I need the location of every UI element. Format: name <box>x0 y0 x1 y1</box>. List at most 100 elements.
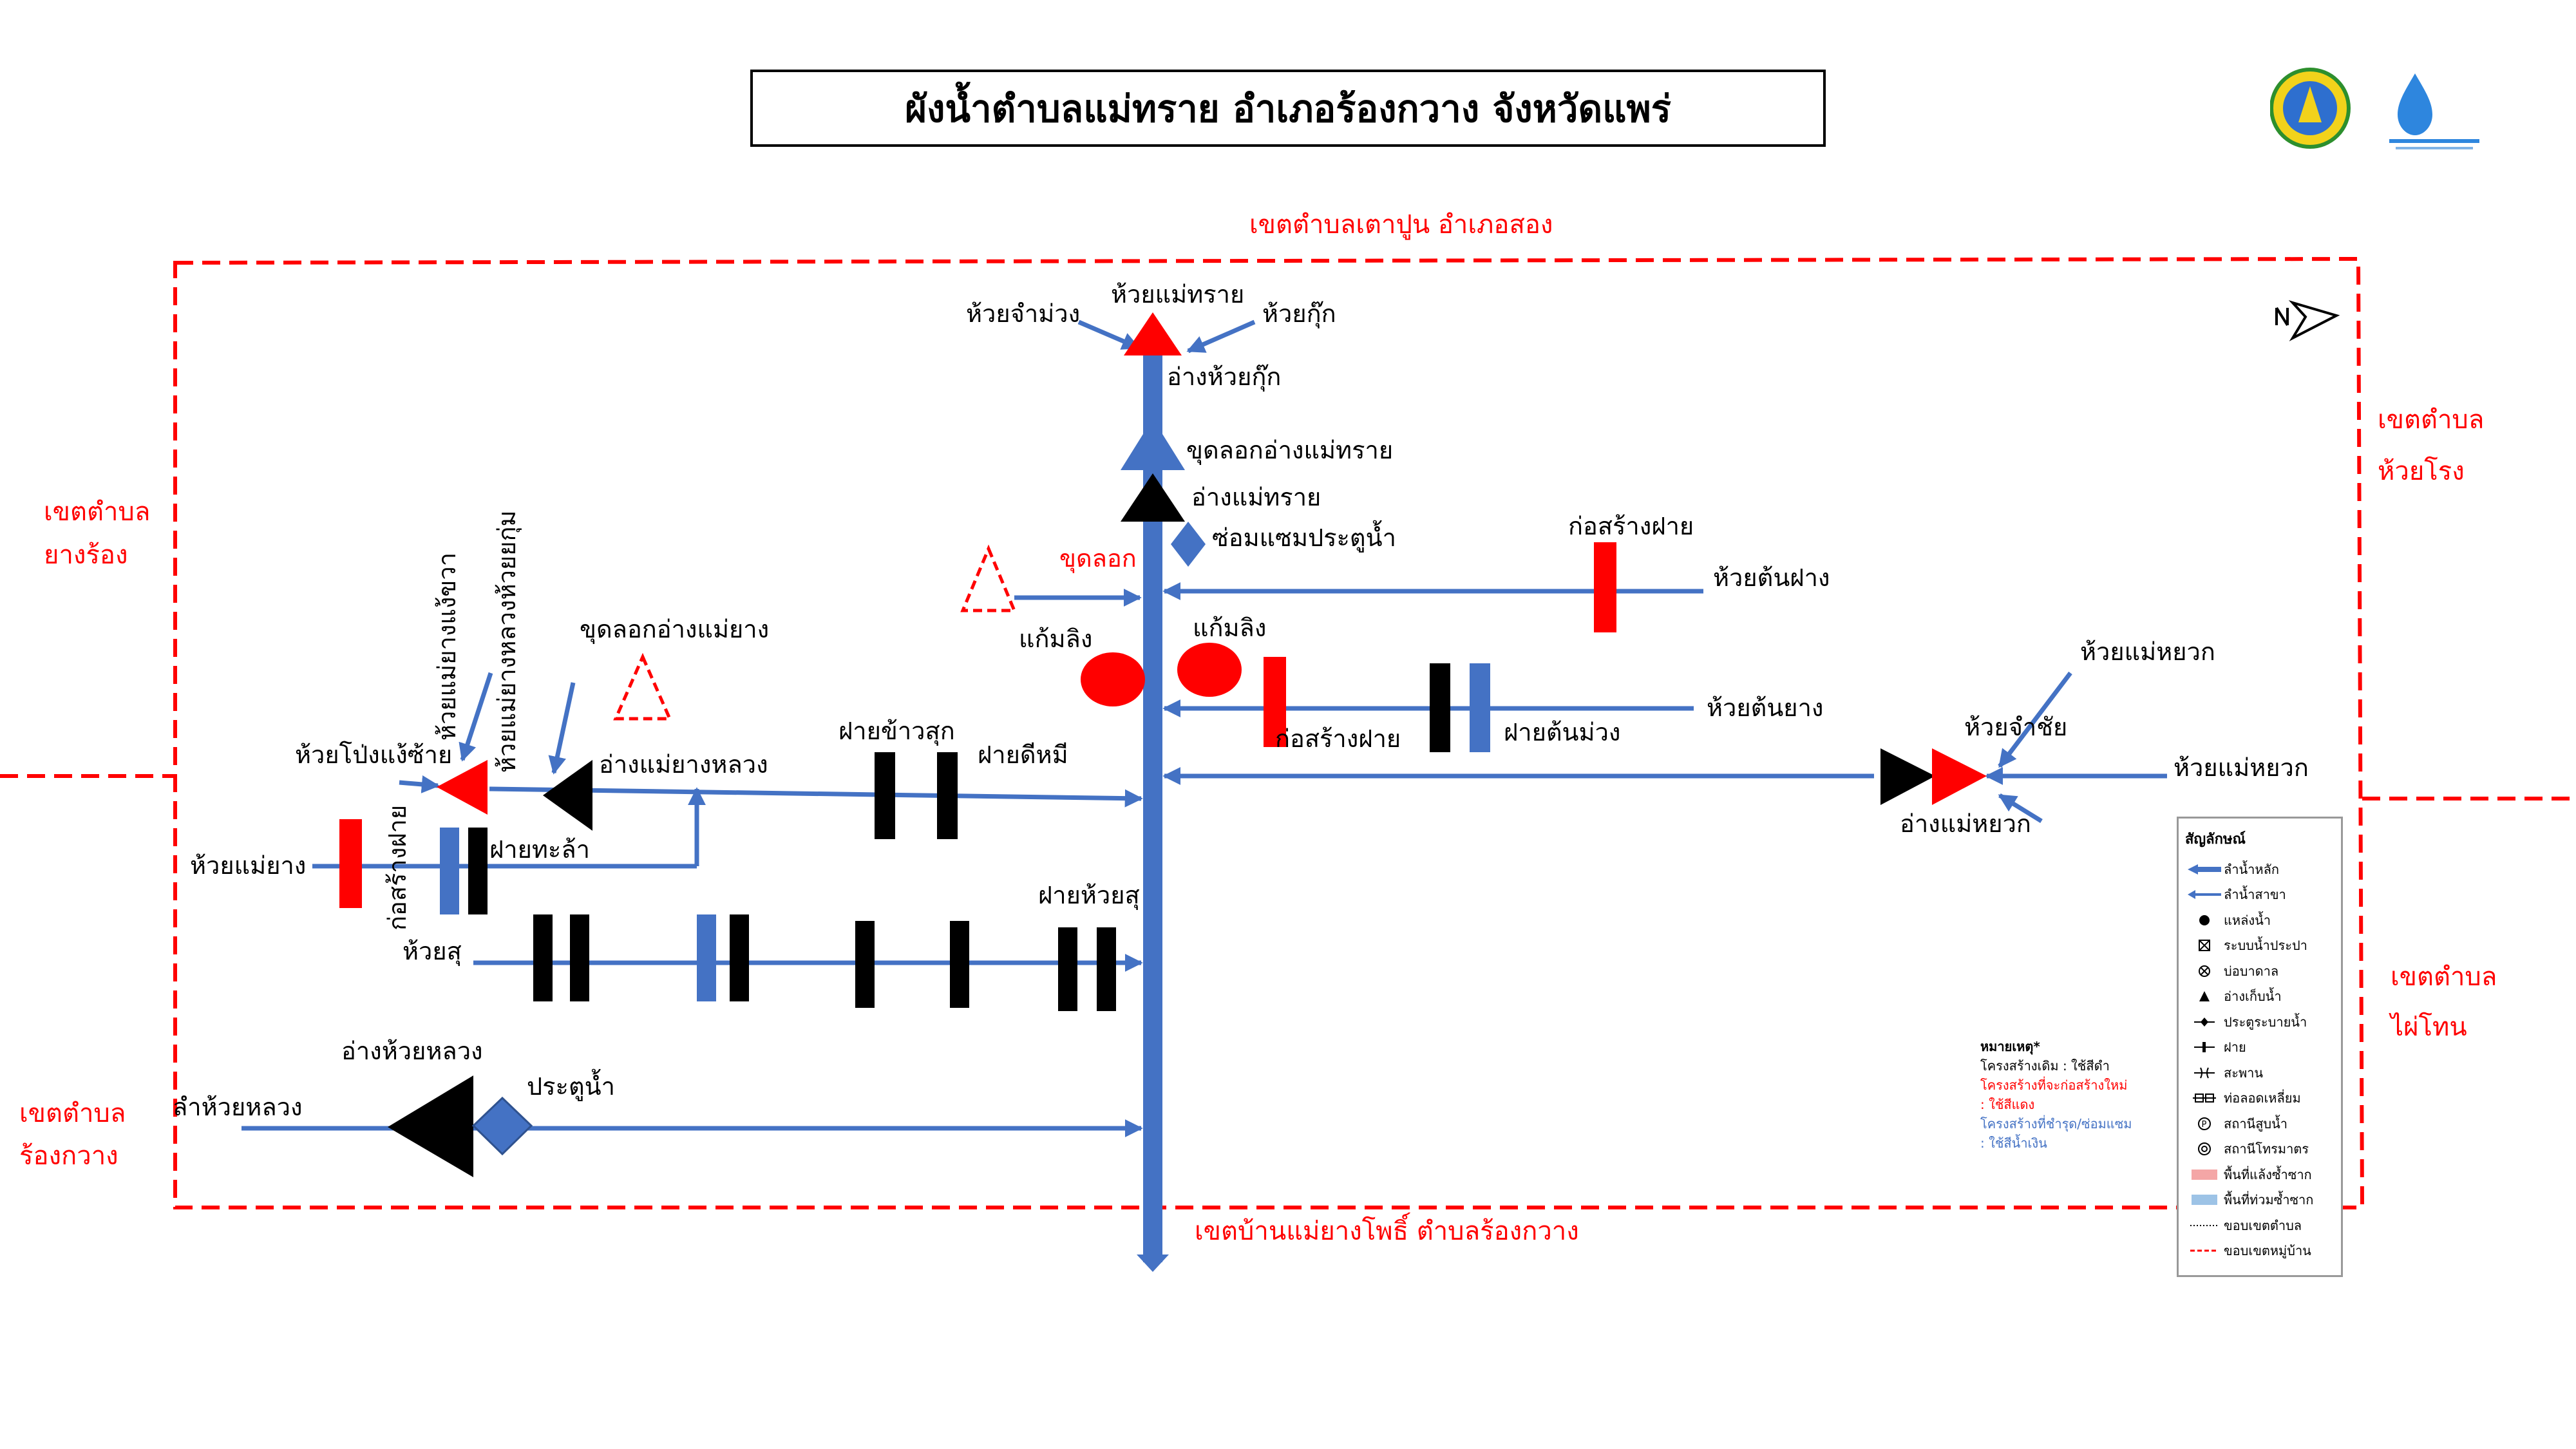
label-fai-tha-la: ฝายทะล้า <box>489 835 590 864</box>
legend-item-label: สะพาน <box>2224 1065 2264 1081</box>
reservoir-huai-pong-ngae-sai-icon <box>437 760 488 815</box>
legend-item-label: ลำน้ำหลัก <box>2224 861 2279 877</box>
sluice-gate-icon <box>2185 1012 2224 1032</box>
note-line-2: โครงสร้างที่จะก่อสร้างใหม่ <box>1980 1077 2128 1093</box>
weir-huai-su-1-icon <box>533 914 553 1001</box>
weirs <box>339 542 1616 1011</box>
well-circle-x-icon <box>2185 961 2224 981</box>
legend-item-label: ลำน้ำสาขา <box>2224 887 2286 903</box>
weir-di-mi-icon <box>937 752 958 839</box>
label-huai-cham-chai: ห้วยจำชัย <box>1964 713 2067 741</box>
legend-item: สะพาน <box>2185 1060 2334 1086</box>
legend-item: พื้นที่แล้งซ้ำซาก <box>2185 1162 2334 1188</box>
boundary-left-lower-1: เขตตำบล <box>19 1099 126 1128</box>
legend-item: ลำน้ำหลัก <box>2185 857 2334 882</box>
weir-huai-mae-yang-new-icon <box>339 819 362 908</box>
label-huai-mae-yuak-1: ห้วยแม่หยวก <box>2080 638 2215 666</box>
label-huai-chammuang: ห้วยจำม่วง <box>966 299 1080 328</box>
weir-icon <box>2185 1037 2224 1057</box>
note-line-5: : ใช้สีน้ำเงิน <box>1980 1135 2047 1151</box>
legend-item-label: บ่อบาดาล <box>2224 963 2279 979</box>
label-khut-lok: ขุดลอก <box>1059 544 1137 573</box>
page-title: ผังน้ำตำบลแม่ทราย อำเภอร้องกวาง จังหวัดแ… <box>905 86 1671 131</box>
label-fai-di-mi: ฝายดีหมี <box>978 741 1068 769</box>
main-stream-arrow-icon <box>2185 860 2224 879</box>
village-boundary-dashed-icon <box>2185 1241 2224 1260</box>
north-arrow-icon <box>2275 300 2340 342</box>
boundary-left-upper-2: ยางร้อง <box>44 540 128 570</box>
legend-item: ขอบเขตหมู่บ้าน <box>2185 1238 2334 1264</box>
label-huai-mae-sai: ห้วยแม่ทราย <box>1111 280 1244 308</box>
label-ang-mae-yuak: อ่างแม่หยวก <box>1900 810 2031 838</box>
legend-item-label: อ่างเก็บน้ำ <box>2224 989 2282 1005</box>
legend-item-label: ฝาย <box>2224 1039 2246 1056</box>
label-som-saem-pratu: ซ่อมแซมประตูน้ำ <box>1212 520 1396 553</box>
legend-item-label: สถานีสูบน้ำ <box>2224 1115 2288 1132</box>
label-ang-huai-kuk: อ่างห้วยกุ๊ก <box>1167 363 1281 392</box>
label-ang-mae-sai: อ่างแม่ทราย <box>1191 483 1321 511</box>
label-huai-mae-yang: ห้วยแม่ยาง <box>190 851 306 880</box>
label-kor-sang-fai-2: ก่อสร้างฝาย <box>1275 724 1401 753</box>
sluice-gate-som-saem-icon <box>1171 522 1206 567</box>
legend-item-label: สถานีโทรมาตร <box>2224 1141 2309 1157</box>
title-box: ผังน้ำตำบลแม่ทราย อำเภอร้องกวาง จังหวัดแ… <box>750 70 1826 147</box>
label-fai-khao-suk: ฝายข้าวสุก <box>838 717 955 746</box>
weir-tha-la-blue-icon <box>440 828 459 914</box>
weir-kor-sang-ton-yang-icon <box>1264 657 1286 747</box>
note-line-4: โครงสร้างที่ชำรุด/ซ่อมแซม <box>1980 1116 2132 1132</box>
label-kaem-ling-1: แก้มลิง <box>1019 625 1092 653</box>
label-huai-pong-ngae-sai: ห้วยโป่งแง้ซ้าย <box>295 741 452 769</box>
bridge-icon <box>2185 1063 2224 1083</box>
legend-item: ลำน้ำสาขา <box>2185 882 2334 908</box>
label-huai-mae-yang-luang-huai-yakum: ห้วยแม่ยางหลวงห้วยยกุ่ม <box>493 510 522 773</box>
legend-item-label: ขอบเขตตำบล <box>2224 1217 2302 1233</box>
note-line-3: : ใช้สีแดง <box>1980 1097 2035 1112</box>
label-huai-su: ห้วยสุ <box>402 937 462 966</box>
boundary-bottom: เขตบ้านแม่ยางโพธิ์ ตำบลร้องกวาง <box>1195 1212 1579 1246</box>
reservoir-khut-lok-ang-mae-sai-icon <box>1121 419 1185 470</box>
weir-huai-su-2-icon <box>570 914 589 1001</box>
label-fai-ton-muang: ฝายต้นม่วง <box>1504 718 1620 746</box>
label-kor-sang-fai-1: ก่อสร้างฝาย <box>1568 512 1694 540</box>
legend-title: สัญลักษณ์ <box>2185 831 2246 848</box>
weir-huai-su-3-icon <box>697 914 716 1001</box>
legend-item: ขอบเขตตำบล <box>2185 1213 2334 1238</box>
legend-item: อ่างเก็บน้ำ <box>2185 984 2334 1010</box>
label-ang-huai-luang: อ่างห้วยหลวง <box>341 1037 483 1065</box>
label-huai-ton-fang: ห้วยต้นฝาง <box>1713 564 1830 592</box>
boundary-left-upper-1: เขตตำบล <box>44 497 150 527</box>
label-lam-huai-luang: ลำห้วยหลวง <box>173 1093 303 1121</box>
legend-item: ระบบน้ำประปา <box>2185 933 2334 959</box>
boundary-right-lower-1: เขตตำบล <box>2391 962 2497 992</box>
boundary-top: เขตตำบลเตาปูน อำเภอสอง <box>1249 210 1553 240</box>
legend: สัญลักษณ์ ลำน้ำหลักลำน้ำสาขาแหล่งน้ำระบบ… <box>2177 817 2343 1277</box>
label-huai-mae-yuak-2: ห้วยแม่หยวก <box>2174 753 2309 782</box>
village-boundary <box>0 256 2576 1209</box>
sluice-gate-pratu-nam-icon <box>471 1096 533 1156</box>
label-fai-huai-su: ฝายห้วยสุ <box>1038 881 1140 910</box>
reservoir-huai-cham-chai-icon <box>1932 748 1987 805</box>
legend-item: P สถานีสูบน้ำ <box>2185 1111 2334 1137</box>
culvert-icon <box>2185 1088 2224 1108</box>
sluice-gates <box>471 522 1206 1156</box>
svg-text:P: P <box>2202 1120 2207 1130</box>
legend-item-label: ท่อลอดเหลี่ยม <box>2224 1090 2301 1106</box>
legend-item-label: พื้นที่แล้งซ้ำซาก <box>2224 1166 2312 1182</box>
weir-huai-su-7-icon <box>1058 927 1077 1011</box>
branch-stream-arrow-icon <box>2185 885 2224 904</box>
water-supply-box-icon <box>2185 936 2224 955</box>
legend-item: สถานีโทรมาตร <box>2185 1137 2334 1162</box>
legend-item-label: พื้นที่ท่วมซ้ำซาก <box>2224 1192 2314 1208</box>
label-khut-lok-ang-mae-sai: ขุดลอกอ่างแม่ทราย <box>1186 436 1393 465</box>
boundary-right-upper-2: ห้วยโรง <box>2378 457 2465 486</box>
legend-item: แหล่งน้ำ <box>2185 907 2334 933</box>
pump-station-icon: P <box>2185 1114 2224 1133</box>
reservoir-ang-mae-yang-luang-icon <box>543 760 592 831</box>
boundary-right-lower-2: ไผ่โทน <box>2389 1012 2467 1042</box>
note-box: หมายเหตุ* โครงสร้างเดิม : ใช้สีดำ โครงสร… <box>1980 1037 2161 1153</box>
weir-kor-sang-ton-fang-icon <box>1594 542 1616 632</box>
reservoirs <box>388 312 1987 1177</box>
note-title: หมายเหตุ* <box>1980 1039 2040 1054</box>
weir-huai-su-4-icon <box>730 914 749 1001</box>
